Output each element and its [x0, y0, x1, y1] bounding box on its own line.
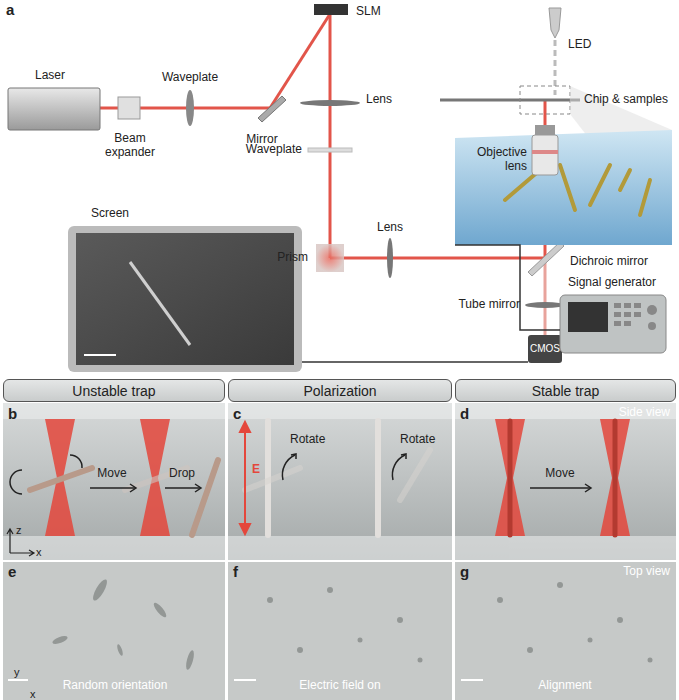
label: Electric field on [299, 679, 380, 693]
header-text: Stable trap [532, 383, 600, 399]
waveplate [186, 90, 194, 126]
top-view-panels [3, 562, 676, 700]
label: Move [545, 467, 574, 481]
lens [300, 100, 360, 106]
label: Rotate [400, 433, 435, 447]
label: Prism [277, 251, 308, 265]
field-arrow [240, 422, 250, 534]
generator-display [568, 302, 608, 332]
generator-keys [614, 303, 657, 330]
label: d [460, 405, 469, 422]
scale-bar [84, 354, 116, 356]
lens [387, 238, 393, 278]
label: g [460, 563, 469, 580]
wire [455, 245, 560, 330]
label: CMOS [530, 343, 560, 355]
cmos [528, 335, 562, 363]
signal-generator [560, 295, 666, 353]
objective [535, 125, 555, 135]
label: Waveplate [162, 71, 218, 85]
label: Rotate [290, 433, 325, 447]
mirror [258, 96, 286, 122]
objective-ring [532, 150, 558, 154]
side-view-panels [3, 403, 676, 560]
label: Side view [619, 406, 670, 420]
led-light [554, 40, 557, 95]
prism [316, 244, 344, 272]
laser-body [8, 88, 100, 130]
label: LED [568, 38, 591, 52]
label: Signal generator [568, 276, 656, 290]
header-text: Unstable trap [72, 383, 155, 399]
label: c [233, 405, 241, 422]
wire [302, 361, 528, 363]
panel-header: Polarization [228, 379, 452, 402]
label: y [14, 666, 20, 679]
header-text: Polarization [303, 383, 376, 399]
label: e [8, 563, 16, 580]
panel-header: Unstable trap [3, 379, 225, 402]
inset-chamber [455, 130, 672, 245]
led [549, 8, 561, 38]
label: b [8, 405, 17, 422]
label: Random orientation [63, 679, 168, 693]
label: Lens [377, 221, 403, 235]
label: Move [97, 467, 126, 481]
beam-expander [118, 97, 140, 119]
nanowire [30, 421, 615, 535]
waveplate [308, 148, 352, 152]
label: Tube mirror [458, 298, 520, 312]
label: Chip & samples [584, 93, 668, 107]
screen-frame [68, 226, 302, 372]
label: z [16, 524, 22, 537]
label: Screen [91, 207, 129, 221]
particles [51, 578, 652, 671]
label: SLM [356, 5, 381, 19]
label: E [252, 463, 260, 477]
label: x [36, 546, 42, 559]
label: Alignment [538, 679, 591, 693]
optical-trap [45, 419, 630, 536]
slm [314, 4, 348, 15]
label: Top view [623, 565, 670, 579]
screen [76, 233, 294, 365]
dichroic-mirror [528, 242, 564, 276]
chip [440, 99, 580, 102]
imaging-path [544, 258, 547, 345]
label: f [233, 563, 238, 580]
label: Waveplate [246, 143, 302, 157]
objective [532, 135, 558, 175]
label: Objective lens [467, 146, 527, 174]
label: Laser [35, 69, 65, 83]
panel-header: Stable trap [455, 379, 676, 402]
nanowire-image [130, 262, 190, 345]
label: Dichroic mirror [570, 255, 648, 269]
label: Drop [169, 467, 195, 481]
tube-lens [525, 302, 565, 308]
zoom-box [520, 86, 570, 114]
label: x [30, 688, 36, 700]
label: Beam expander [99, 132, 161, 160]
motion-arrow [10, 454, 591, 494]
label: a [6, 1, 14, 18]
label: Lens [366, 93, 392, 107]
